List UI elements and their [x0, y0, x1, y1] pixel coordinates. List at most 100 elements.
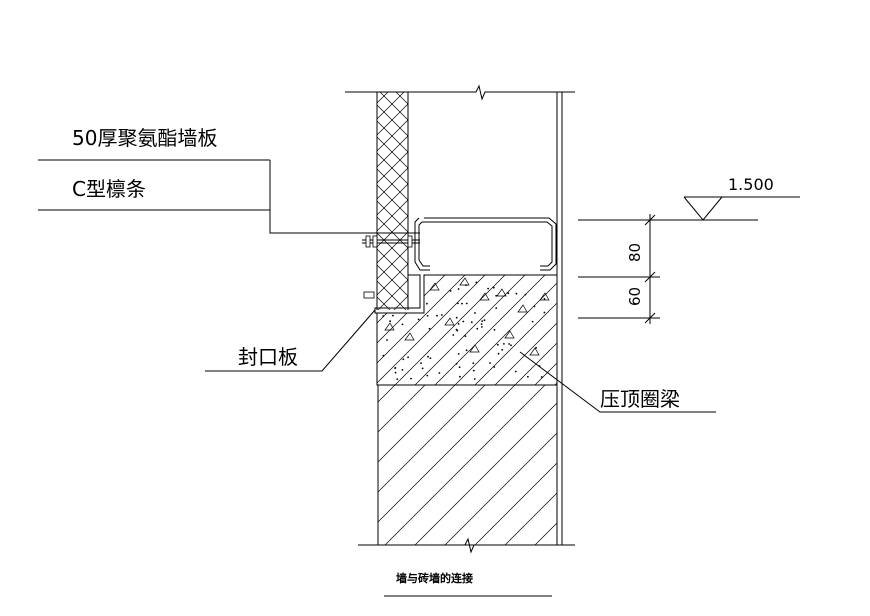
aggregate-mark: [444, 317, 455, 326]
wall-panel: [376, 92, 409, 310]
aggregate-dot: [429, 357, 432, 359]
purlin-label: C型檩条: [72, 177, 146, 201]
aggregate-dot: [401, 369, 404, 371]
aggregate-dot: [382, 354, 385, 357]
aggregate-dot: [417, 318, 420, 321]
right-wall-lines: [556, 92, 563, 545]
aggregate-dot: [461, 302, 463, 305]
aggregate-dot: [543, 311, 546, 314]
bolt: [362, 235, 420, 248]
aggregate-dot: [456, 302, 459, 305]
aggregate-dot: [473, 378, 476, 380]
aggregate-dot: [476, 327, 479, 330]
purlin-label-group: C型檩条: [38, 160, 420, 234]
aggregate-dot: [524, 293, 527, 296]
aggregate-dot: [427, 355, 429, 358]
aggregate-mark: [539, 292, 550, 301]
aggregate-mark: [479, 292, 490, 301]
aggregate-dot: [475, 281, 478, 284]
aggregate-dot: [462, 320, 465, 323]
aggregate-dot: [540, 376, 543, 378]
aggregate-dot: [472, 362, 475, 364]
aggregate-dot: [495, 307, 498, 309]
aggregate-dot: [533, 305, 536, 308]
aggregate-dot: [527, 375, 529, 378]
aggregate-dot: [426, 374, 429, 377]
aggregate-mark: [517, 304, 528, 313]
beam-label-group: 压顶圈梁: [519, 351, 716, 413]
aggregate-dot: [515, 292, 518, 295]
aggregate-dot: [474, 312, 476, 314]
c-purlin: [414, 217, 557, 271]
aggregate-dot: [389, 320, 391, 323]
aggregate-dot: [392, 314, 394, 317]
aggregate-mark: [469, 344, 480, 353]
brick-wall: [377, 384, 558, 546]
aggregate-dot: [489, 362, 491, 364]
aggregate-dot: [428, 327, 431, 330]
aggregate-dot: [394, 367, 396, 369]
beam-label: 压顶圈梁: [600, 387, 680, 411]
aggregate-dot: [508, 343, 510, 345]
elevation-value: 1.500: [728, 175, 774, 194]
aggregate-dot: [493, 366, 496, 368]
aggregate-dot: [510, 344, 512, 347]
panel-label: 50厚聚氨酯墙板: [72, 126, 217, 150]
elevation-mark: 1.500: [578, 175, 800, 221]
aggregate-dot: [452, 334, 455, 336]
aggregate-dot: [457, 323, 460, 325]
aggregate-dot: [531, 320, 534, 323]
aggregate-dot: [543, 298, 546, 300]
dimension-60: 60: [626, 287, 644, 306]
aggregate-dot: [464, 335, 467, 337]
aggregate-dot: [458, 366, 461, 369]
aggregate-dot: [472, 369, 475, 372]
flashing-label-group: 封口板: [205, 309, 376, 372]
aggregate-dot: [382, 315, 385, 317]
flashing-label: 封口板: [238, 345, 298, 369]
aggregate-dot: [465, 284, 467, 287]
aggregate-mark: [529, 347, 540, 356]
aggregate-dot: [457, 288, 460, 290]
aggregate-dot: [501, 348, 504, 351]
aggregate-dot: [440, 314, 443, 316]
aggregate-dot: [410, 377, 412, 380]
aggregate-dot: [449, 290, 452, 292]
title-group: 墙与砖墙的连接: [384, 571, 552, 597]
aggregate-dot: [507, 292, 510, 295]
aggregate-dot: [396, 378, 399, 380]
aggregate-dot: [457, 353, 460, 355]
aggregate-mark: [496, 288, 507, 297]
aggregate-dot: [493, 329, 496, 331]
aggregate-dot: [514, 370, 517, 373]
aggregate-dot: [497, 352, 500, 355]
aggregate-mark: [384, 322, 395, 331]
aggregate-dot: [487, 287, 489, 290]
aggregate-dot: [495, 294, 498, 297]
aggregate-dot: [481, 326, 483, 328]
aggregate-dot: [465, 349, 468, 352]
aggregate-dot: [480, 323, 483, 325]
aggregate-dot: [455, 316, 458, 319]
aggregate-mark: [404, 332, 415, 341]
aggregate-dot: [470, 321, 473, 324]
aggregate-dot: [420, 362, 422, 364]
aggregate-mark: [504, 330, 515, 339]
aggregate-dot: [465, 302, 468, 305]
aggregate-dot: [394, 371, 397, 374]
aggregate-dot: [426, 315, 429, 317]
aggregate-dot: [402, 358, 405, 361]
concrete-aggregate: [382, 277, 550, 380]
aggregate-dot: [492, 286, 495, 289]
aggregate-dot: [455, 362, 458, 365]
aggregate-mark: [459, 277, 470, 286]
aggregate-dot: [483, 319, 486, 322]
rivet: [363, 291, 375, 299]
aggregate-dot: [459, 375, 461, 378]
ring-beam: [376, 274, 558, 386]
dimension-lines: 80 60: [578, 214, 660, 324]
aggregate-dot: [407, 356, 409, 359]
aggregate-mark: [429, 282, 440, 291]
panel-label-group: 50厚聚氨酯墙板: [38, 126, 270, 161]
aggregate-dot: [455, 328, 458, 331]
